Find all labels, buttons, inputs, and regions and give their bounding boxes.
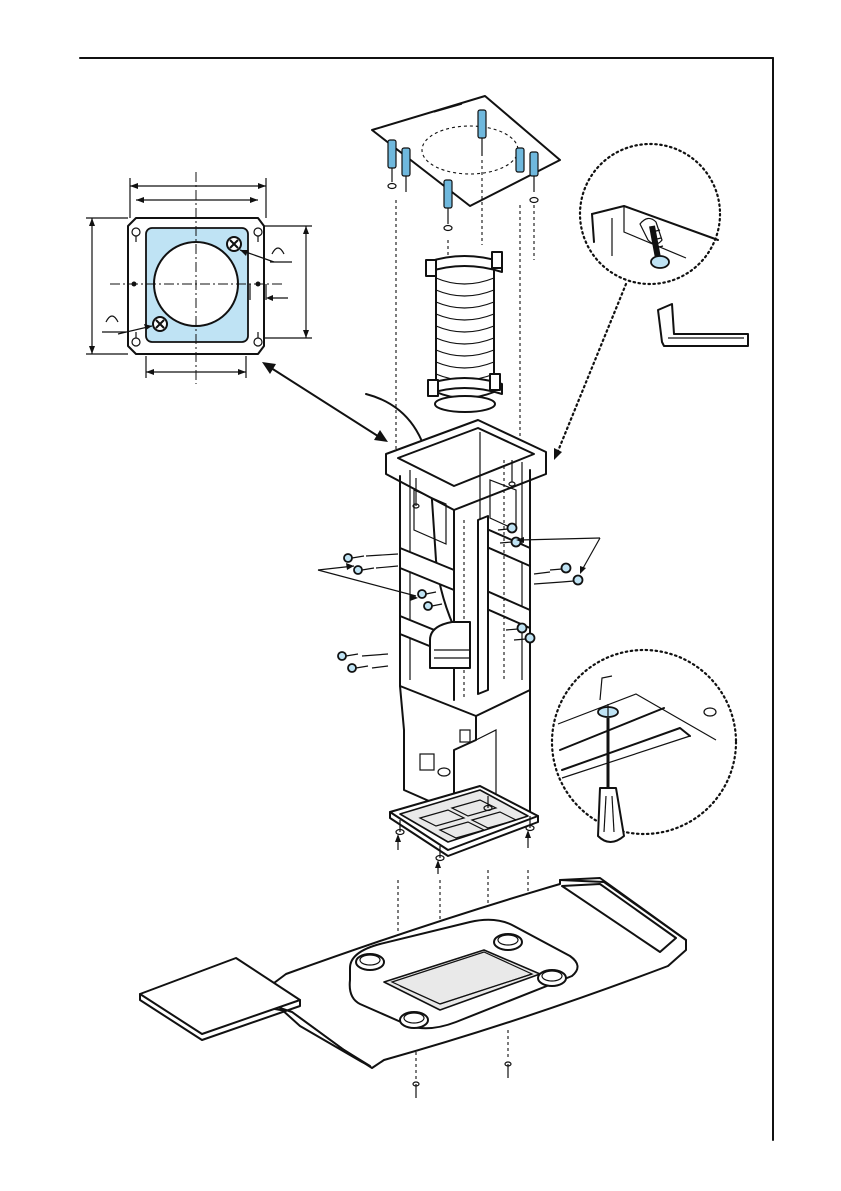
canopy-lamp-icon — [494, 934, 522, 950]
detail-leader — [556, 284, 626, 456]
drill-mark-icon — [227, 237, 241, 251]
detail-magnifier — [580, 144, 720, 284]
ceiling-plate — [372, 96, 560, 206]
detail-magnifier — [552, 650, 736, 842]
fan-motor — [430, 622, 470, 668]
canopy-lamp-icon — [356, 954, 384, 970]
filter-panel — [390, 786, 538, 856]
canopy-hood — [246, 878, 686, 1068]
template-pointer-arrow — [262, 362, 388, 442]
mounting-template — [86, 172, 312, 384]
glass-shelf-panel — [140, 958, 300, 1040]
canopy-lamp-icon — [400, 1012, 428, 1028]
drill-mark-icon — [153, 317, 167, 331]
canopy-screw-icon — [413, 1062, 511, 1098]
canopy-lamp-icon — [538, 970, 566, 986]
allen-key-icon — [658, 304, 748, 346]
